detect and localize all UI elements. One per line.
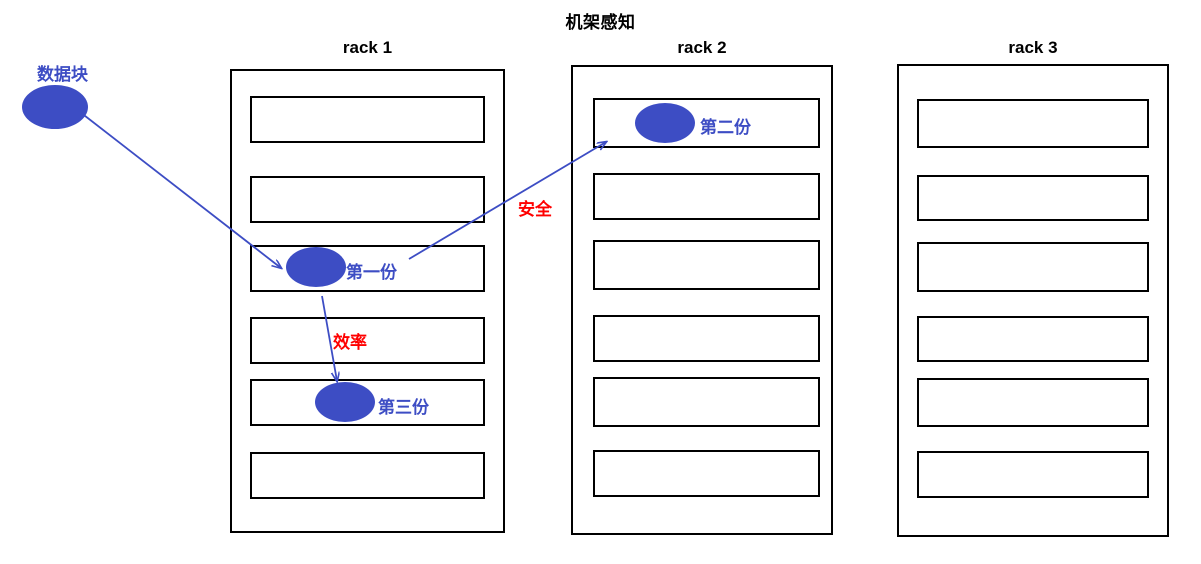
arrow-label: 效率 [333,333,367,352]
replica-block-icon [286,247,346,287]
server-node[interactable] [250,317,485,364]
server-node[interactable] [917,242,1149,292]
server-node[interactable] [250,176,485,223]
data-block-icon [22,85,88,129]
server-node[interactable] [917,175,1149,221]
server-node[interactable] [593,98,820,148]
server-node[interactable] [250,96,485,143]
replica-label: 第一份 [346,263,397,282]
server-node[interactable] [917,316,1149,362]
rack-label-1: rack 1 [342,38,393,57]
server-node[interactable] [593,450,820,497]
replica-block-icon [315,382,375,422]
replica-label: 第二份 [700,118,751,137]
rack-label-3: rack 3 [1008,38,1058,57]
server-node[interactable] [917,451,1149,498]
page-title: 机架感知 [565,13,636,32]
replica-block-icon [635,103,695,143]
server-node[interactable] [250,452,485,499]
replica-label: 第三份 [378,398,429,417]
server-node[interactable] [917,378,1149,427]
server-node[interactable] [593,377,820,427]
server-node[interactable] [917,99,1149,148]
data-block-label: 数据块 [37,65,88,84]
server-node[interactable] [593,240,820,290]
rack-label-2: rack 2 [677,38,727,57]
server-node[interactable] [593,315,820,362]
server-node[interactable] [593,173,820,220]
arrow-label: 安全 [518,200,552,219]
